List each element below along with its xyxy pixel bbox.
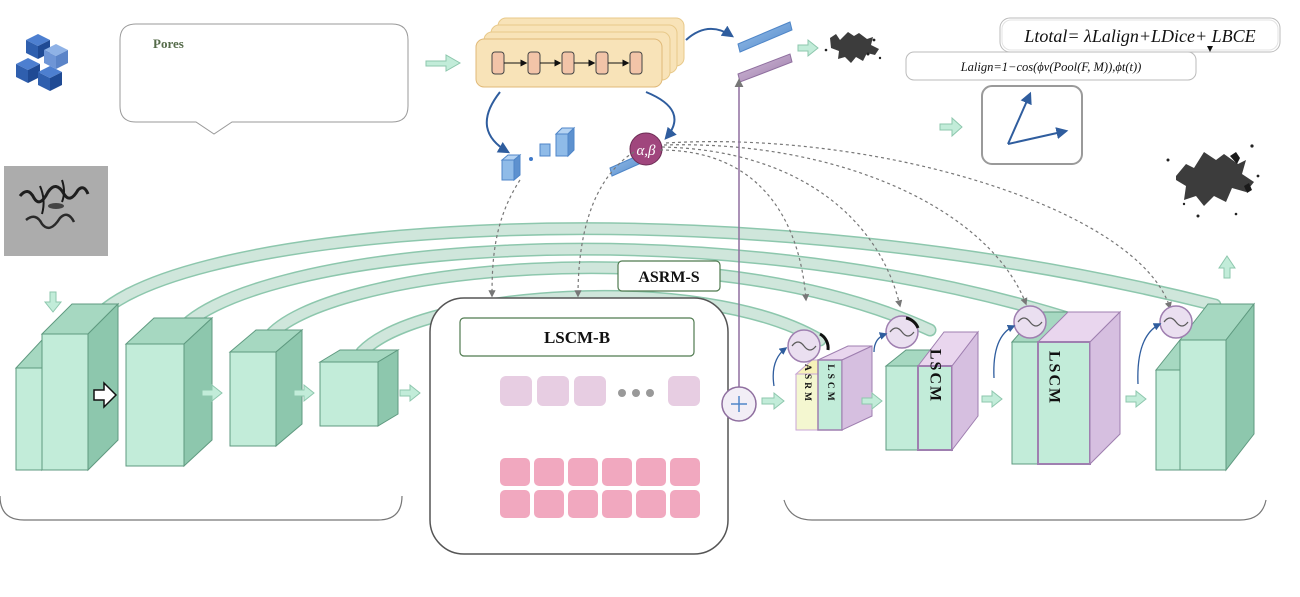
modulation-node-1 <box>787 329 830 363</box>
text-embedding-blue <box>737 21 793 53</box>
feature-cubes <box>500 126 576 182</box>
prompt-to-encoder-arrow <box>425 54 462 72</box>
encoder-arrow-2 <box>201 383 223 403</box>
encoder-to-alpha-curve <box>645 91 677 140</box>
prediction-mask-top <box>824 32 882 63</box>
encoder-to-features-curve <box>485 91 511 154</box>
align-loss-equation-box: Lalign=1−cos(ϕv(Pool(F, M)),ϕt(t)) <box>905 51 1197 81</box>
decoder-stage-4 <box>1154 302 1256 472</box>
modulation-input-arrows <box>772 323 1162 387</box>
logo-icon <box>16 34 68 91</box>
encoder-token-chain <box>491 51 643 75</box>
guidance-dashed-lines <box>488 141 1172 310</box>
fusion-plus-node <box>721 386 757 422</box>
encoder-block-3 <box>228 328 304 448</box>
encoder-brace <box>0 495 403 521</box>
modulation-node-2 <box>885 315 920 349</box>
bottleneck-title: LSCM-B <box>544 328 610 347</box>
decoder-output-arrow <box>1218 255 1236 279</box>
alpha-beta-node: α,β <box>629 132 663 166</box>
modulation-node-3 <box>1013 305 1047 339</box>
bottleneck-box: LSCM-B <box>429 297 729 555</box>
encoder-arrow-3 <box>293 383 315 403</box>
decoder-lscm-label-1: LSCM <box>825 364 835 403</box>
embedding-to-prediction-arrow <box>797 38 819 58</box>
encoder-block-4 <box>318 349 400 427</box>
total-loss-equation: Ltotal= λLalign+LDice+ LBCE <box>1023 26 1255 46</box>
decoder-arrow-2 <box>981 389 1003 409</box>
asrm-s-label: ASRM-S <box>638 269 699 286</box>
decoder-stage-1: ASRM LSCM <box>794 345 873 431</box>
asrm-s-label-box: ASRM-S <box>617 260 721 292</box>
prompt-label: Pores <box>153 36 184 51</box>
alpha-beta-label: α,β <box>636 143 656 159</box>
encoder-hollow-arrow <box>93 381 118 409</box>
modulation-node-4 <box>1159 305 1193 339</box>
decoder-brace <box>783 499 1267 521</box>
decoder-asrm-label: ASRM <box>802 364 812 404</box>
decoder-lscm-label-3: LSCM <box>1046 351 1063 405</box>
image-tokens-grid <box>500 458 700 518</box>
plus-to-decoder-arrow <box>761 391 785 411</box>
decoder-arrow-1 <box>861 391 883 411</box>
encoder-block-2 <box>124 316 214 468</box>
decoder-lscm-label-2: LSCM <box>927 349 944 403</box>
input-to-encoder-arrow <box>43 291 63 313</box>
total-loss-equation-box: Ltotal= λLalign+LDice+ LBCE <box>999 17 1281 53</box>
decoder-stage-2: LSCM <box>884 330 980 452</box>
text-encoder <box>475 17 685 88</box>
align-loss-equation: Lalign=1−cos(ϕv(Pool(F, M)),ϕt(t)) <box>960 60 1142 74</box>
text-embedding-purple <box>737 53 793 83</box>
alignment-vector-diagram <box>981 85 1083 165</box>
text-tokens-row <box>500 376 700 406</box>
encoder-block-1 <box>14 302 120 472</box>
to-vector-diagram-arrow <box>939 116 963 138</box>
decoder-arrow-3 <box>1125 389 1147 409</box>
input-image <box>4 166 108 256</box>
output-mask <box>1166 144 1260 218</box>
encoder-to-bottleneck-arrow <box>399 383 421 403</box>
prompt-box: Pores <box>119 23 409 135</box>
encoder-out-curve <box>685 25 734 41</box>
